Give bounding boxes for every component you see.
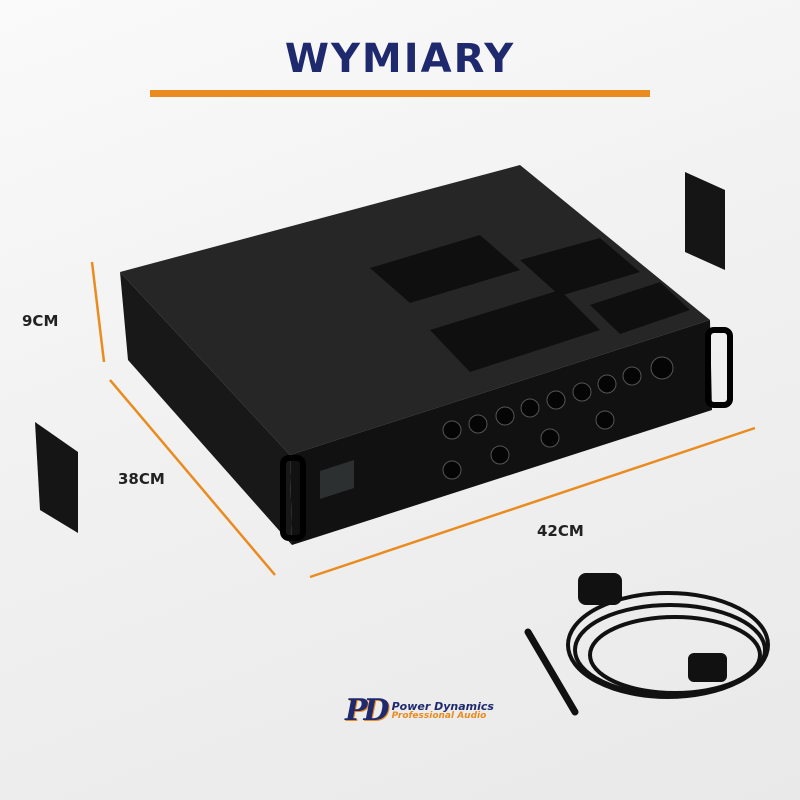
brand-logo: PD Power Dynamics Professional Audio [345, 693, 494, 728]
logo-subtitle: Professional Audio [391, 710, 487, 721]
height-label: 9CM [22, 312, 59, 330]
logo-mark: PD [345, 693, 390, 728]
depth-label: 38CM [118, 470, 165, 488]
page-title: WYMIARY [284, 36, 516, 82]
width-dimension-line [309, 426, 756, 579]
title-underline [150, 90, 650, 97]
width-label: 42CM [537, 522, 584, 540]
rack-bracket-right [685, 172, 725, 270]
rack-bracket-left [35, 422, 78, 533]
antenna [524, 628, 579, 716]
power-cable [566, 573, 770, 699]
depth-dimension-line [109, 379, 276, 576]
logo-brand: Power Dynamics [391, 699, 494, 713]
height-dimension-line [90, 261, 106, 363]
amplifier [120, 165, 733, 545]
